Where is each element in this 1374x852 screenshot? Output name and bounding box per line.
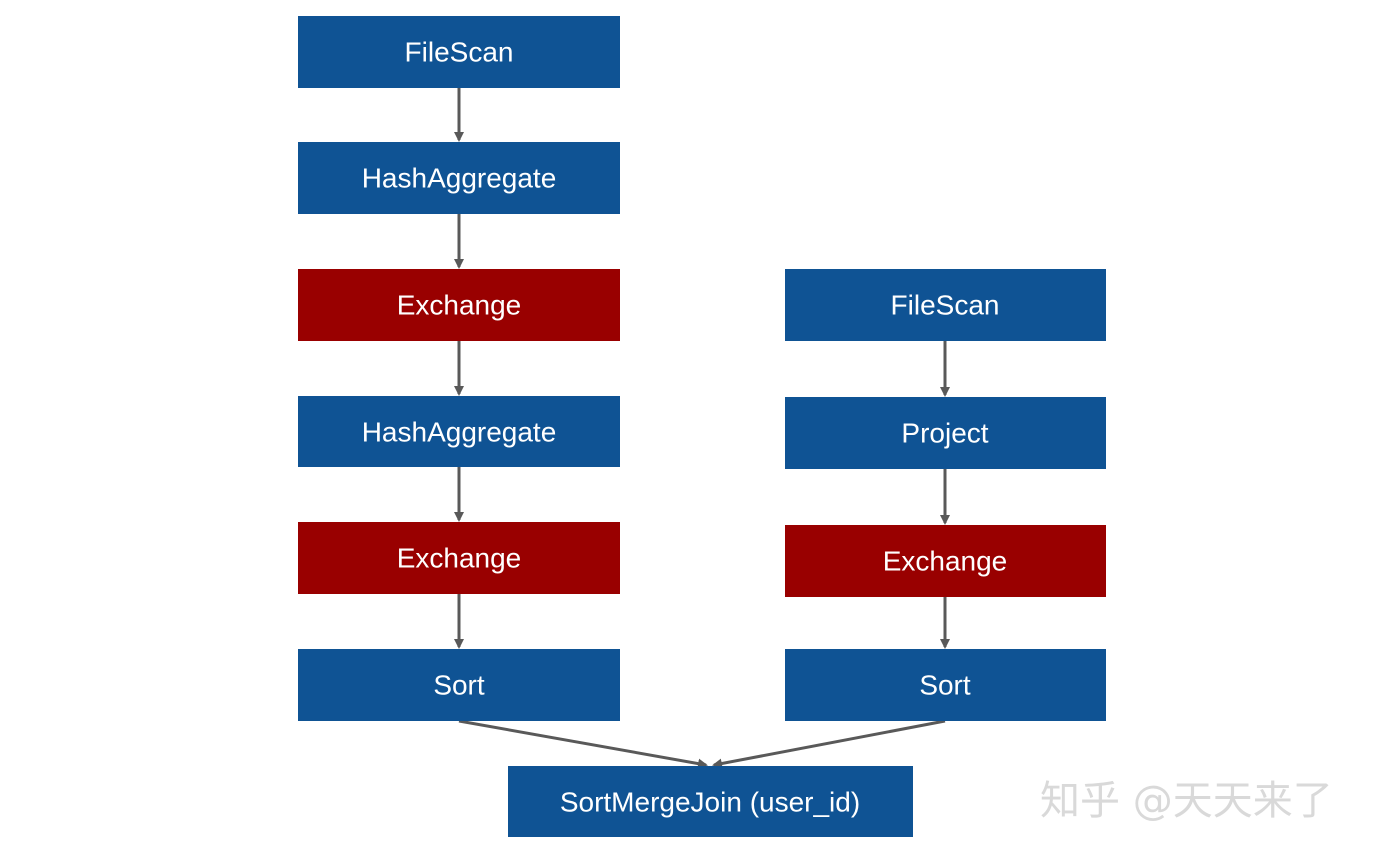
node-label: FileScan — [405, 37, 514, 68]
node-right-sort: Sort — [785, 649, 1106, 721]
right-branch: FileScan Project Exchange Sort — [785, 269, 1106, 721]
node-left-sort: Sort — [298, 649, 620, 721]
node-label: Exchange — [397, 290, 522, 321]
node-box — [508, 766, 913, 837]
node-label: Project — [901, 418, 988, 449]
node-left-exchange-2: Exchange — [298, 522, 620, 594]
node-label: Exchange — [397, 543, 522, 574]
node-label: Sort — [919, 670, 971, 701]
node-box — [298, 522, 620, 594]
node-box — [298, 649, 620, 721]
node-left-exchange-1: Exchange — [298, 269, 620, 341]
node-label: HashAggregate — [362, 417, 557, 448]
arrow-join-right — [712, 719, 946, 769]
node-label: Exchange — [883, 546, 1008, 577]
node-box — [298, 396, 620, 467]
node-box — [298, 16, 620, 88]
node-box — [298, 142, 620, 214]
arrow-join-left — [458, 719, 708, 769]
watermark-text: 知乎 @天天来了 — [1040, 778, 1333, 824]
node-label: Sort — [433, 670, 485, 701]
node-right-filescan: FileScan — [785, 269, 1106, 341]
node-left-hashaggregate-2: HashAggregate — [298, 396, 620, 467]
node-box — [298, 269, 620, 341]
node-label: FileScan — [891, 290, 1000, 321]
node-left-hashaggregate-1: HashAggregate — [298, 142, 620, 214]
node-label: HashAggregate — [362, 163, 557, 194]
node-left-filescan: FileScan — [298, 16, 620, 88]
node-box — [785, 269, 1106, 341]
node-box — [785, 397, 1106, 469]
node-right-exchange: Exchange — [785, 525, 1106, 597]
node-right-project: Project — [785, 397, 1106, 469]
left-branch: FileScan HashAggregate Exchange HashAggr… — [298, 16, 620, 721]
join-arrows — [458, 719, 946, 769]
node-label: SortMergeJoin (user_id) — [560, 787, 860, 818]
node-box — [785, 649, 1106, 721]
node-sortmergejoin: SortMergeJoin (user_id) — [508, 766, 913, 837]
node-box — [785, 525, 1106, 597]
